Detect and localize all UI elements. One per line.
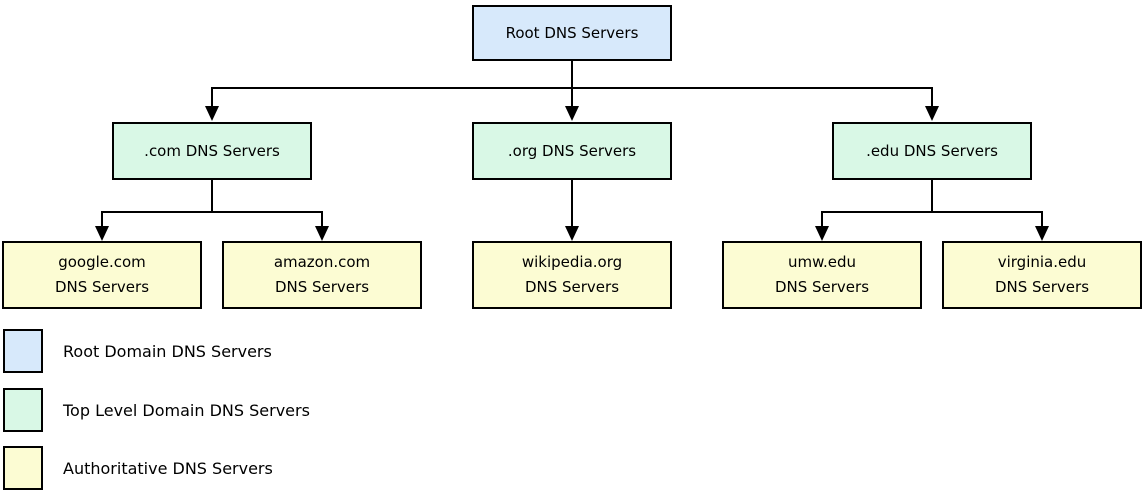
legend-item-authoritative: Authoritative DNS Servers [3, 446, 273, 490]
node-org-dns-servers: .org DNS Servers [472, 122, 672, 180]
legend-item-root-domain: Root Domain DNS Servers [3, 329, 272, 373]
node-label: .org DNS Servers [507, 141, 637, 160]
arrow-down-icon-umw [815, 226, 829, 241]
legend-swatch-authoritative [3, 446, 43, 490]
connector-drop-amazon [321, 213, 323, 226]
node-wikipedia-dns-servers: wikipedia.org DNS Servers [472, 241, 672, 309]
node-label-line2: DNS Servers [54, 278, 150, 296]
arrow-down-icon-virginia [1035, 226, 1049, 241]
legend-label-root-domain: Root Domain DNS Servers [63, 341, 272, 361]
legend-label-top-level-domain: Top Level Domain DNS Servers [63, 400, 310, 420]
node-google-dns-servers: google.com DNS Servers [2, 241, 202, 309]
node-amazon-dns-servers: amazon.com DNS Servers [222, 241, 422, 309]
node-label-line1: umw.edu [787, 253, 857, 272]
legend-swatch-top-level-domain [3, 388, 43, 432]
legend-label-authoritative: Authoritative DNS Servers [63, 458, 273, 478]
connector-drop-google [101, 213, 103, 226]
connector-org-stem [571, 180, 573, 226]
node-edu-dns-servers: .edu DNS Servers [832, 122, 1032, 180]
node-label-line1: google.com [58, 253, 146, 272]
node-label-line1: virginia.edu [997, 253, 1087, 272]
node-root-dns-servers: Root DNS Servers [472, 5, 672, 61]
arrow-down-icon-google [95, 226, 109, 241]
connector-edu-bus [821, 211, 1043, 213]
arrow-down-icon-org [565, 106, 579, 121]
connector-drop-com [211, 89, 213, 106]
node-label-line2: DNS Servers [994, 278, 1090, 296]
arrow-down-icon-edu [925, 106, 939, 121]
node-label-line2: DNS Servers [274, 278, 370, 296]
node-com-dns-servers: .com DNS Servers [112, 122, 312, 180]
legend-item-top-level-domain: Top Level Domain DNS Servers [3, 388, 310, 432]
node-label: .com DNS Servers [144, 141, 280, 160]
legend-swatch-root-domain [3, 329, 43, 373]
arrow-down-icon-com [205, 106, 219, 121]
node-label: .edu DNS Servers [866, 141, 998, 160]
connector-root-to-tld-bus [211, 87, 933, 89]
connector-com-bus [101, 211, 323, 213]
connector-drop-virginia [1041, 213, 1043, 226]
node-label: Root DNS Servers [505, 23, 639, 42]
arrow-down-icon-wikipedia [565, 226, 579, 241]
connector-edu-stem [931, 180, 933, 212]
node-label-line1: wikipedia.org [521, 253, 623, 272]
arrow-down-icon-amazon [315, 226, 329, 241]
connector-root-stem [571, 60, 573, 107]
node-label-line2: DNS Servers [524, 278, 620, 296]
node-label-line1: amazon.com [273, 253, 371, 272]
connector-com-stem [211, 180, 213, 212]
node-umw-dns-servers: umw.edu DNS Servers [722, 241, 922, 309]
node-label-line2: DNS Servers [774, 278, 870, 296]
connector-drop-edu [931, 89, 933, 106]
connector-drop-umw [821, 213, 823, 226]
node-virginia-dns-servers: virginia.edu DNS Servers [942, 241, 1142, 309]
